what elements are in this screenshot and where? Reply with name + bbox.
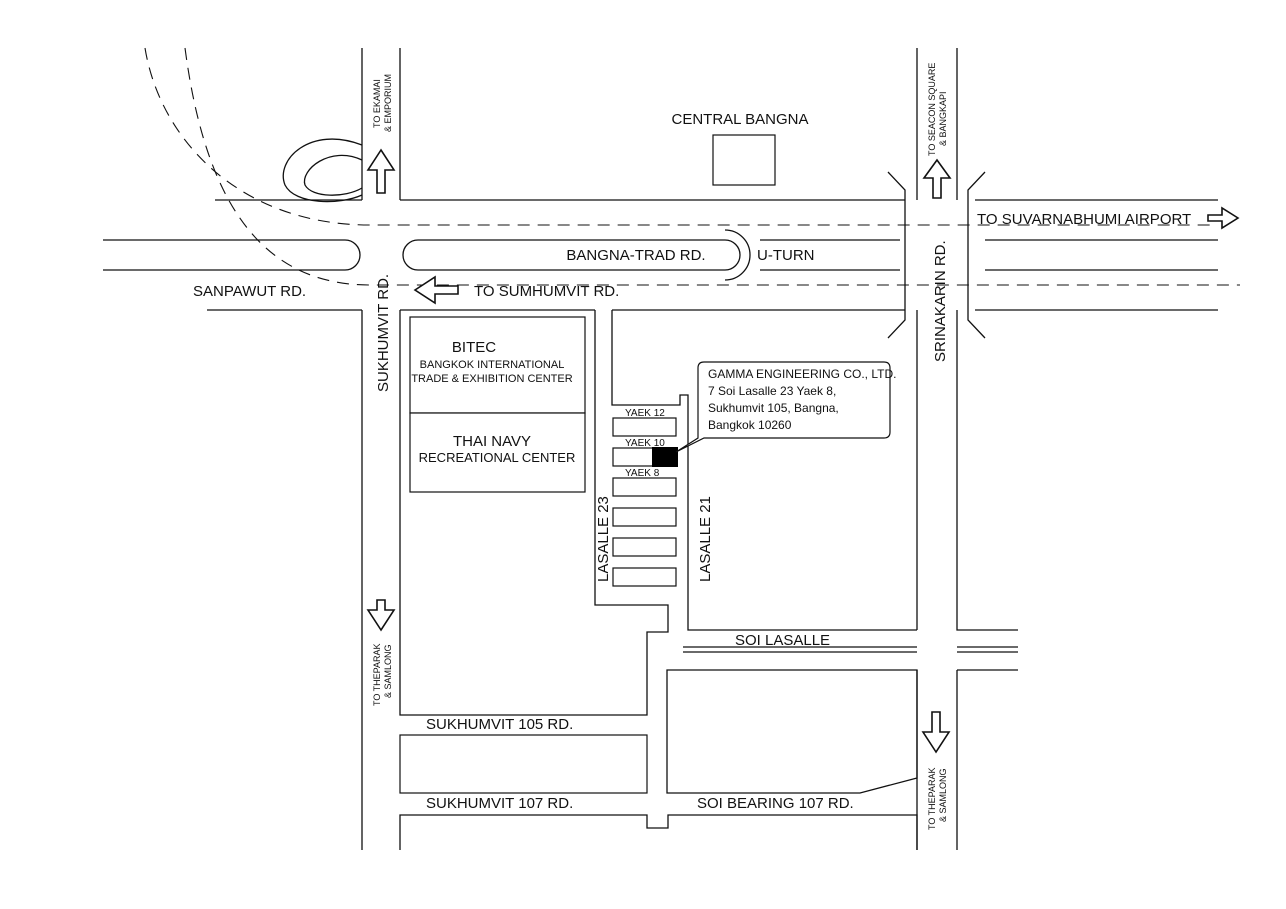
u-turn-label: U-TURN — [757, 247, 815, 264]
to-theparak-line1-east: TO THEPARAK — [927, 767, 937, 830]
bitec-line2: TRADE & EXHIBITION CENTER — [411, 373, 572, 385]
to-seacon-line1: TO SEACON SQUARE — [927, 63, 937, 156]
yaek-12-label: YAEK 12 — [625, 408, 665, 419]
arrow-up-icon — [922, 158, 952, 199]
yaek-8-label: YAEK 8 — [625, 468, 660, 479]
central-bangna-label: CENTRAL BANGNA — [672, 111, 809, 128]
bitec-title: BITEC — [452, 339, 496, 356]
to-seacon-line2: & BANGKAPI — [938, 91, 948, 146]
srinakarin-road — [887, 48, 1018, 850]
to-sumhumvit-label: TO SUMHUMVIT RD. — [474, 283, 619, 300]
bitec-building — [409, 316, 586, 414]
soi-bearing-107-label: SOI BEARING 107 RD. — [697, 795, 854, 812]
yaek-blocks — [612, 417, 677, 587]
arrow-down-icon — [921, 711, 951, 754]
to-theparak-line1: TO THEPARAK — [372, 643, 382, 706]
arrow-right-icon — [1207, 206, 1240, 230]
bitec-line1: BANGKOK INTERNATIONAL — [420, 359, 565, 371]
callout-address-3: Bangkok 10260 — [708, 418, 792, 432]
srinakarin-label: SRINAKARIN RD. — [932, 240, 949, 362]
thai-navy-title: THAI NAVY — [453, 433, 531, 450]
sukhumvit-107-label: SUKHUMVIT 107 RD. — [426, 795, 573, 812]
bangna-trad-label: BANGNA-TRAD RD. — [566, 247, 705, 264]
to-ekamai-line1: TO EKAMAI — [372, 79, 382, 128]
arrow-left-icon — [413, 275, 459, 305]
sukhumvit-105-label: SUKHUMVIT 105 RD. — [426, 716, 573, 733]
bangna-trad-road — [103, 199, 1218, 311]
lower-blocks — [399, 669, 918, 850]
sukhumvit-road — [361, 48, 669, 850]
callout-address-1: 7 Soi Lasalle 23 Yaek 8, — [708, 384, 836, 398]
thai-navy-building — [409, 412, 586, 493]
lasalle-23-label: LASALLE 23 — [595, 496, 612, 582]
callout-company: GAMMA ENGINEERING CO., LTD. — [708, 367, 896, 381]
company-callout: GAMMA ENGINEERING CO., LTD. 7 Soi Lasall… — [675, 361, 896, 453]
to-ekamai-line2: & EMPORIUM — [383, 74, 393, 132]
to-theparak-line2: & SAMLONG — [383, 644, 393, 698]
to-airport-label: TO SUVARNABHUMI AIRPORT — [977, 211, 1191, 228]
to-theparak-line2-east: & SAMLONG — [938, 768, 948, 822]
lasalle-21-label: LASALLE 21 — [697, 496, 714, 582]
callout-address-2: Sukhumvit 105, Bangna, — [708, 401, 839, 415]
thai-navy-line2: RECREATIONAL CENTER — [419, 450, 576, 465]
arrow-down-icon — [366, 599, 396, 632]
lasalle-roads — [611, 310, 1018, 653]
sukhumvit-label: SUKHUMVIT RD. — [375, 274, 392, 392]
location-marker-icon — [652, 447, 678, 467]
sanpawut-label: SANPAWUT RD. — [193, 283, 306, 300]
yaek-10-label: YAEK 10 — [625, 438, 665, 449]
central-bangna-building — [712, 134, 776, 186]
soi-lasalle-label: SOI LASALLE — [735, 632, 830, 649]
expressway-dashed — [144, 47, 1240, 286]
interchange-loop — [282, 138, 363, 203]
arrow-up-icon — [366, 148, 396, 194]
